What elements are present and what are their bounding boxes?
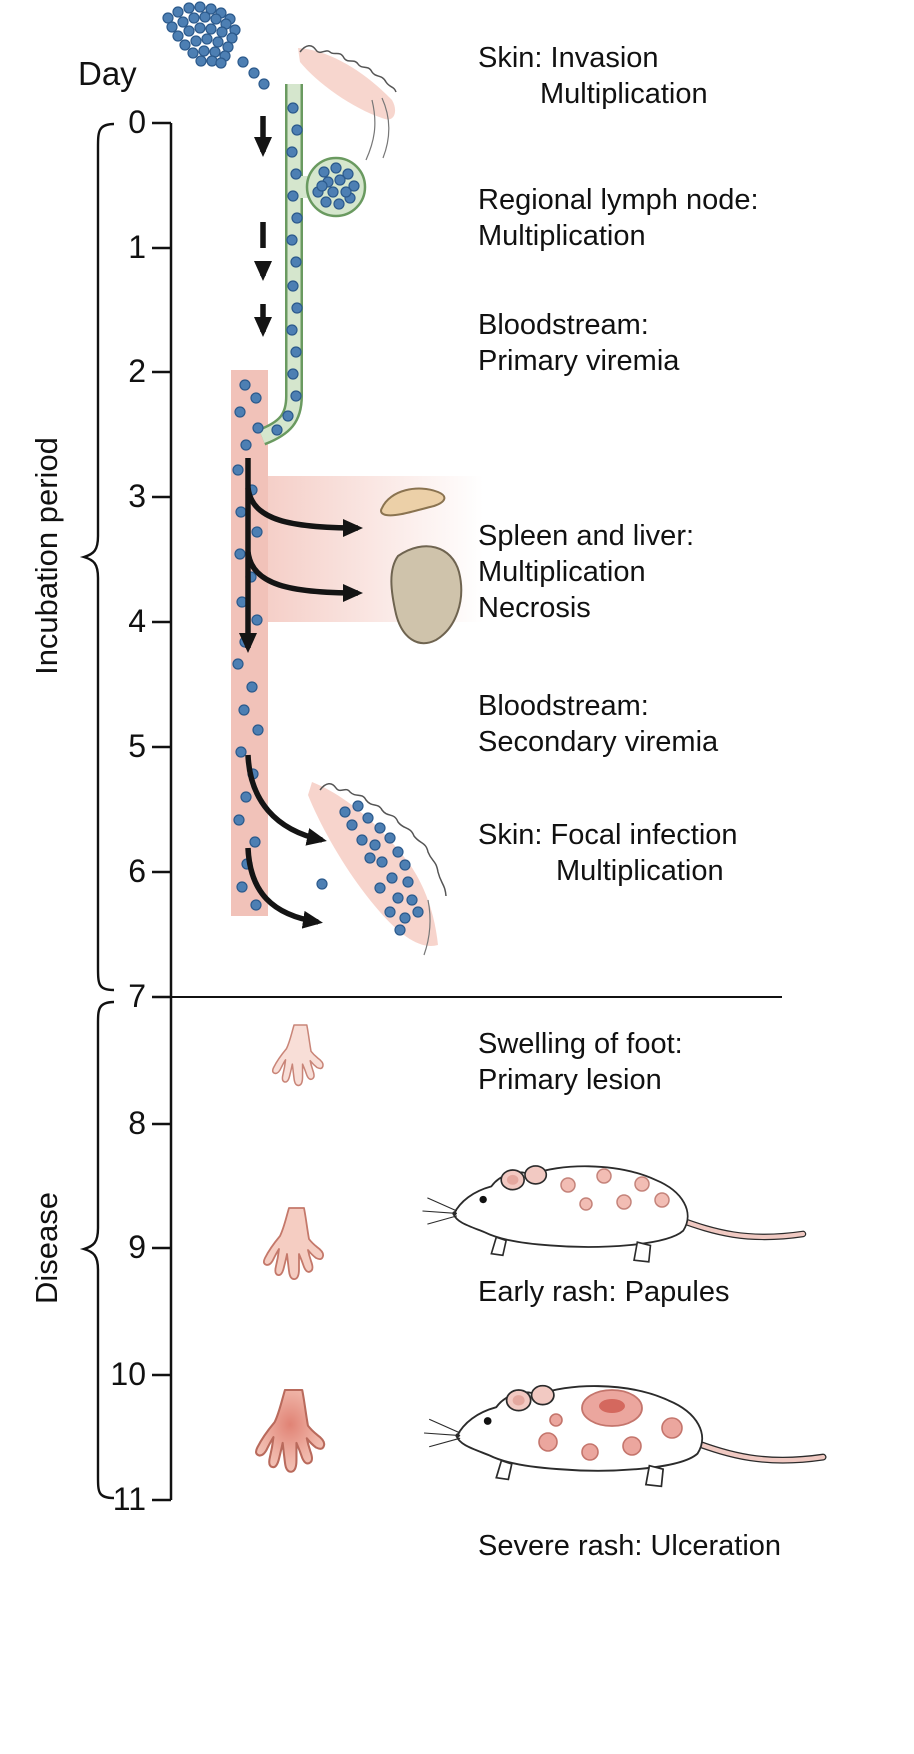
day-number-8: 8 [128,1105,146,1141]
day-number-0: 0 [128,104,146,140]
ulcers [538,1389,683,1461]
to-liver-arrow [245,551,363,602]
to-spleen-arrow [245,487,363,537]
to-skin-arrow-1 [245,754,327,846]
label-severe-rash: Severe rash: Ulceration [478,1530,782,1562]
incubation-brace [79,122,115,992]
spleen [380,487,446,517]
label-skin-focal: Skin: Focal infection Multiplication [478,819,738,887]
virus-particle-cluster [162,1,270,90]
mouse-early-rash [422,1166,802,1262]
label-primary-viremia: Bloodstream: Primary viremia [478,309,680,377]
day-number-4: 4 [128,603,146,639]
papules [560,1168,670,1211]
label-secondary-viremia: Bloodstream: Secondary viremia [478,690,719,758]
day-number-7: 7 [128,978,146,1014]
day-number-5: 5 [128,728,146,764]
label-early-rash: Early rash: Papules [478,1276,730,1308]
foot-primary-lesion [271,1024,324,1087]
liver [390,545,463,645]
day-number-10: 10 [110,1356,146,1392]
label-skin-invasion: Skin: Invasion Multiplication [478,42,708,110]
day-number-11: 11 [112,1481,146,1517]
phase-label-disease: Disease [29,1192,64,1304]
foot-early-rash [262,1207,325,1280]
day-number-2: 2 [128,353,146,389]
day-axis-title: Day [78,55,137,92]
skin-focal-infection-site [308,782,447,956]
foot-severe-rash [255,1388,326,1473]
day-number-1: 1 [128,229,146,265]
day-number-3: 3 [128,478,146,514]
label-spleen-liver: Spleen and liver: Multiplication Necrosi… [478,520,695,624]
day-number-6: 6 [128,853,146,889]
phase-label-incubation: Incubation period [29,437,64,675]
timeline-axis [152,121,173,1502]
to-skin-arrow-2 [245,847,323,929]
label-lymph-node: Regional lymph node: Multiplication [478,184,759,252]
label-foot-swelling: Swelling of foot: Primary lesion [478,1028,683,1096]
bloodstream-arrows [239,458,363,929]
day-number-9: 9 [128,1229,146,1265]
skin-invasion-site [298,45,397,161]
disease-brace [79,1000,115,1500]
